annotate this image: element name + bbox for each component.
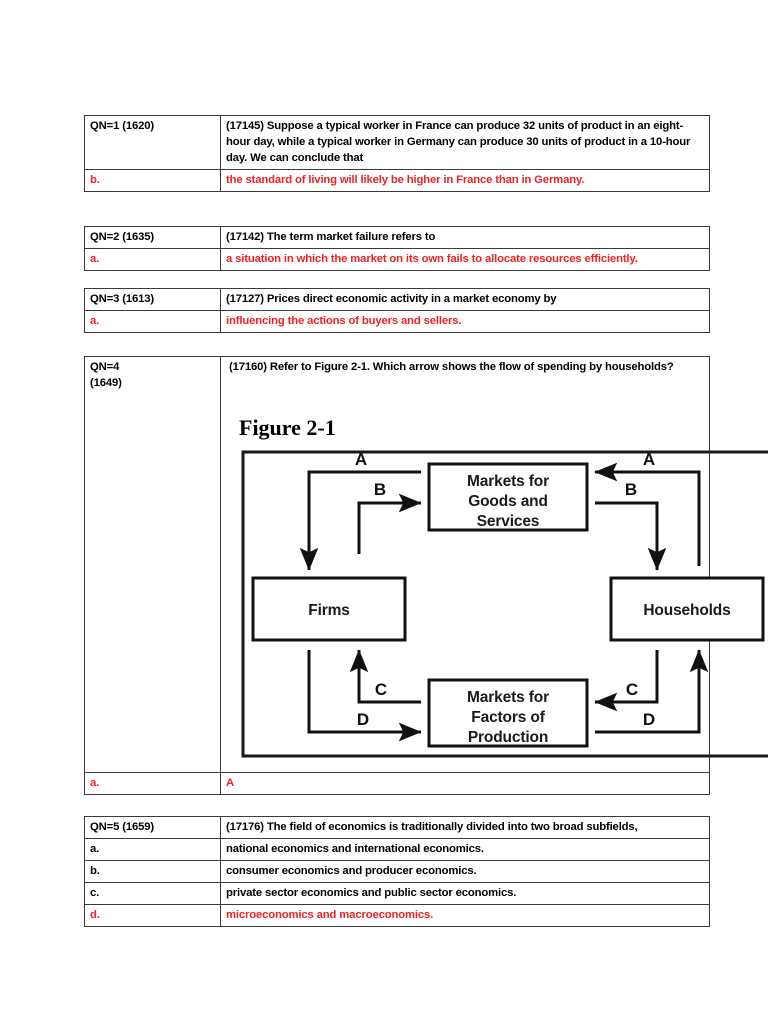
circular-flow-diagram: Markets for Goods and Services Firms Hou… <box>239 448 768 766</box>
box-markets-factors-line-3: Production <box>468 729 548 746</box>
arrow-bottom-left-d <box>307 650 422 742</box>
option-text: private sector economics and public sect… <box>220 882 710 906</box>
figure-title: Figure 2-1 <box>239 414 336 440</box>
question-header-row: QN=1 (1620) (17145) Suppose a typical wo… <box>84 114 710 171</box>
arrow-label-bottom-left-lower: D <box>357 710 369 729</box>
question-id-cell: QN=5 (1659) <box>84 815 221 840</box>
question-block-2: QN=2 (1635) (17142) The term market fail… <box>84 225 710 272</box>
arrow-label-top-left-lower: B <box>374 480 386 499</box>
table-row: a. influencing the actions of buyers and… <box>84 310 710 334</box>
arrow-label-top-left-upper: A <box>355 450 367 469</box>
arrow-label-top-right-upper: A <box>643 450 655 469</box>
arrow-label-bottom-left-upper: C <box>375 680 387 699</box>
table-row: a. national economics and international … <box>84 838 710 862</box>
box-households <box>609 576 765 642</box>
table-row: b. consumer economics and producer econo… <box>84 860 710 884</box>
table-row: a. a situation in which the market on it… <box>84 248 710 272</box>
option-letter: d. <box>84 904 221 928</box>
option-text: the standard of living will likely be hi… <box>220 169 710 193</box>
question-block-3: QN=3 (1613) (17127) Prices direct econom… <box>84 287 710 334</box>
question-header-row: QN=4 (1649) (17160) Refer to Figure 2-1.… <box>84 355 768 774</box>
box-markets-goods-services <box>427 462 589 532</box>
option-letter: a. <box>84 772 221 796</box>
arrow-bottom-left-c <box>349 649 421 704</box>
table-row: d. microeconomics and macroeconomics. <box>84 904 710 928</box>
arrow-top-right-a <box>594 462 701 567</box>
question-stem-cell: (17145) Suppose a typical worker in Fran… <box>220 114 710 171</box>
question-id-cell: QN=1 (1620) <box>84 114 221 171</box>
question-block-1: QN=1 (1620) (17145) Suppose a typical wo… <box>84 114 710 193</box>
option-letter: a. <box>84 310 221 334</box>
question-block-5: QN=5 (1659) (17176) The field of economi… <box>84 815 710 928</box>
table-row: c. private sector economics and public s… <box>84 882 710 906</box>
option-text: consumer economics and producer economic… <box>220 860 710 884</box>
option-letter: b. <box>84 860 221 884</box>
table-row: a. A <box>84 772 710 796</box>
question-stem-cell: (17142) The term market failure refers t… <box>220 225 710 250</box>
question-header-row: QN=2 (1635) (17142) The term market fail… <box>84 225 710 250</box>
question-block-4: QN=4 (1649) (17160) Refer to Figure 2-1.… <box>84 355 768 796</box>
option-letter: b. <box>84 169 221 193</box>
question-stem-text: (17160) Refer to Figure 2-1. Which arrow… <box>229 361 674 373</box>
arrow-bottom-right-d <box>595 649 709 734</box>
arrow-label-bottom-right-lower: D <box>643 710 655 729</box>
box-firms <box>251 576 407 642</box>
arrow-label-top-right-lower: B <box>625 480 637 499</box>
box-households-label: Households <box>643 602 730 619</box>
question-stem-cell: (17160) Refer to Figure 2-1. Which arrow… <box>220 355 768 774</box>
box-markets-goods-services-line-3: Services <box>477 513 540 530</box>
box-firms-label: Firms <box>308 602 349 619</box>
question-stem-cell: (17176) The field of economics is tradit… <box>220 815 710 840</box>
box-markets-factors-line-1: Markets for <box>467 689 549 706</box>
diagram-outer-frame <box>241 450 768 758</box>
arrow-top-right-b <box>595 501 667 571</box>
arrow-top-left-a <box>299 470 421 571</box>
option-letter: c. <box>84 882 221 906</box>
question-id-cell: QN=3 (1613) <box>84 287 221 312</box>
box-markets-factors-line-2: Factors of <box>471 709 545 726</box>
question-header-row: QN=5 (1659) (17176) The field of economi… <box>84 815 710 840</box>
option-letter: a. <box>84 248 221 272</box>
arrow-label-bottom-right-upper: C <box>626 680 638 699</box>
table-row: b. the standard of living will likely be… <box>84 169 710 193</box>
option-text: a situation in which the market on its o… <box>220 248 710 272</box>
arrow-bottom-right-c <box>594 650 659 712</box>
option-letter: a. <box>84 838 221 862</box>
box-markets-goods-services-line-2: Goods and <box>468 493 548 510</box>
question-header-row: QN=3 (1613) (17127) Prices direct econom… <box>84 287 710 312</box>
option-text: national economics and international eco… <box>220 838 710 862</box>
option-text: microeconomics and macroeconomics. <box>220 904 710 928</box>
arrow-top-left-b <box>357 493 422 555</box>
question-id-cell: QN=4 (1649) <box>84 355 221 774</box>
circular-flow-svg: Markets for Goods and Services Firms Hou… <box>241 450 768 758</box>
question-stem-cell: (17127) Prices direct economic activity … <box>220 287 710 312</box>
option-text: A <box>220 772 710 796</box>
question-id-line-2: (1649) <box>90 377 122 390</box>
question-id-cell: QN=2 (1635) <box>84 225 221 250</box>
box-markets-factors-production <box>427 678 589 748</box>
question-id-line-1: QN=4 <box>90 361 120 373</box>
option-text: influencing the actions of buyers and se… <box>220 310 710 334</box>
box-markets-goods-services-line-1: Markets for <box>467 473 549 490</box>
